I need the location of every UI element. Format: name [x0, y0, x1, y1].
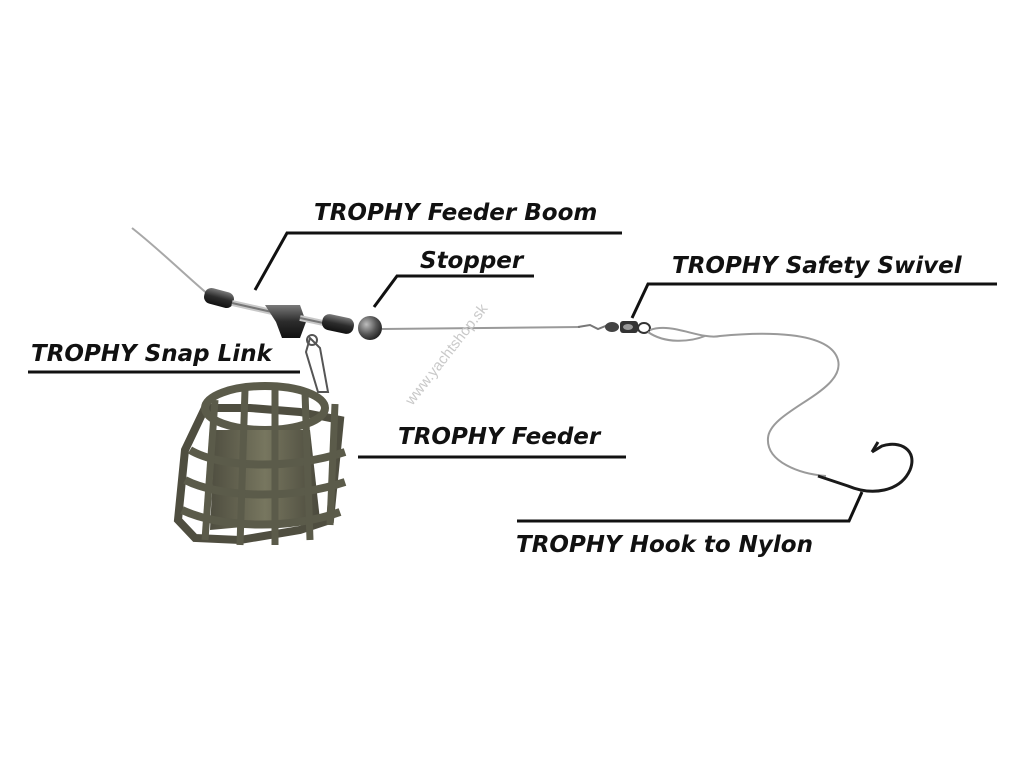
safety-swivel [577, 321, 651, 334]
label-feeder-boom: TROPHY Feeder Boom [314, 200, 598, 226]
feeder-cage [173, 382, 347, 546]
label-stopper: Stopper [420, 248, 524, 274]
callout-feeder-boom [253, 231, 622, 291]
feeder-boom [204, 287, 355, 338]
callout-lines [28, 231, 997, 523]
hook-leader [649, 326, 840, 477]
callout-stopper [372, 274, 534, 308]
label-feeder: TROPHY Feeder [398, 424, 601, 450]
line-to-swivel [381, 326, 581, 330]
label-snap-link: TROPHY Snap Link [31, 341, 272, 367]
hook [817, 442, 914, 493]
label-safety-swivel: TROPHY Safety Swivel [672, 253, 962, 279]
callout-hook [517, 491, 864, 523]
label-hook: TROPHY Hook to Nylon [516, 532, 813, 558]
main-line [131, 227, 211, 297]
stopper-bead [358, 316, 382, 340]
callout-safety-swivel [630, 282, 997, 319]
snap-link [304, 334, 330, 393]
